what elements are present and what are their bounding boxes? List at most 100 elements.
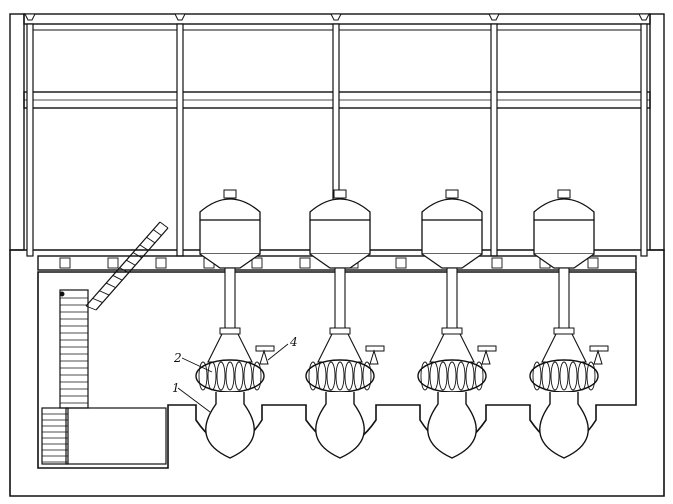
spiral-casing [305,359,375,393]
casing-rib [456,361,466,391]
draft-tube [315,392,365,459]
servomotor-handle [365,345,385,352]
right-wall [649,13,665,251]
stair-step [126,259,136,266]
stair-step [139,244,149,251]
casing-rib [198,361,208,391]
shaft-coupling [553,327,575,335]
shaft-coupling [219,327,241,335]
servomotor-handle [255,345,275,352]
generator-housing [421,219,483,255]
casing-rib [568,361,578,391]
exciter-cap [333,189,347,199]
servomotor-body [481,349,491,365]
casing-rib [577,361,587,391]
exciter-cap [557,189,571,199]
casing-rib [586,361,596,391]
casing-rib [550,361,560,391]
stair-step [105,282,116,289]
lower-stair-steps [60,297,88,404]
casing-rib [344,361,354,391]
exciter-dome [199,198,261,220]
generator-support-cone [309,253,371,269]
casing-rib [207,361,217,391]
generator-unit-2 [305,189,385,459]
floor-bracket [251,257,263,269]
callout-1-label: 1 [172,381,180,395]
roof-bracket-1 [24,13,36,21]
upper-stair-steps [85,221,169,311]
floor-bracket [395,257,407,269]
servomotor-handle [477,345,497,352]
floor-bracket [107,257,119,269]
column-1 [26,23,34,257]
casing-rib [447,361,457,391]
callout-2-label: 2 [173,351,182,365]
turbine-cover [317,333,363,363]
stair-step [119,267,129,274]
casing-rib [362,361,372,391]
floor-bracket [155,257,167,269]
turbine-shaft [334,267,346,331]
staircase [41,221,169,465]
column-5 [640,23,648,257]
floor-bracket [491,257,503,269]
draft-tube [205,392,255,459]
servomotor-body [369,349,379,365]
casing-rib [317,361,327,391]
stair-step [99,290,110,296]
stair-handrail-post [59,291,65,297]
callout-4-leader [267,343,289,361]
exciter-dome [533,198,595,220]
left-wall [9,13,25,251]
floor-bracket [587,257,599,269]
turbine-shaft [446,267,458,331]
column-2 [176,23,184,257]
stair-step [132,252,143,259]
casing-rib [438,361,448,391]
casing-rib [353,361,363,391]
casing-rib [541,361,551,391]
servomotor-handle [589,345,609,352]
casing-rib [559,361,569,391]
exciter-cap [445,189,459,199]
floor-bracket [59,257,71,269]
casing-rib [474,361,484,391]
column-4 [490,23,498,257]
servomotor-body [259,349,269,365]
basement-room [65,407,167,465]
stair-step [153,229,162,236]
turbine-shaft [558,267,570,331]
casing-rib [234,361,244,391]
draft-tube [539,392,589,459]
exciter-cap [223,189,237,199]
turbine-cover [541,333,587,363]
casing-rib [225,361,235,391]
stair-step [112,275,123,281]
spiral-casing [529,359,599,393]
hydro-generator-units [195,189,609,459]
upper-stair-stringers [85,221,169,311]
casing-rib [532,361,542,391]
casing-rib [326,361,336,391]
casing-rib [420,361,430,391]
generator-housing [533,219,595,255]
roof-bracket-4 [488,13,500,21]
callout-4-label: 4 [289,335,298,349]
casing-rib [243,361,253,391]
superstructure-walls [9,13,665,251]
exciter-dome [309,198,371,220]
building-columns [24,13,650,257]
callouts: 2 1 4 [172,335,298,413]
casing-rib [335,361,345,391]
generator-support-cone [421,253,483,269]
generator-housing [309,219,371,255]
spiral-casing [195,359,265,393]
callout-2-leader [181,357,213,373]
lower-stair-flight [59,289,89,409]
generator-unit-3 [417,189,497,459]
stair-step [159,221,169,229]
stair-step [92,297,103,303]
